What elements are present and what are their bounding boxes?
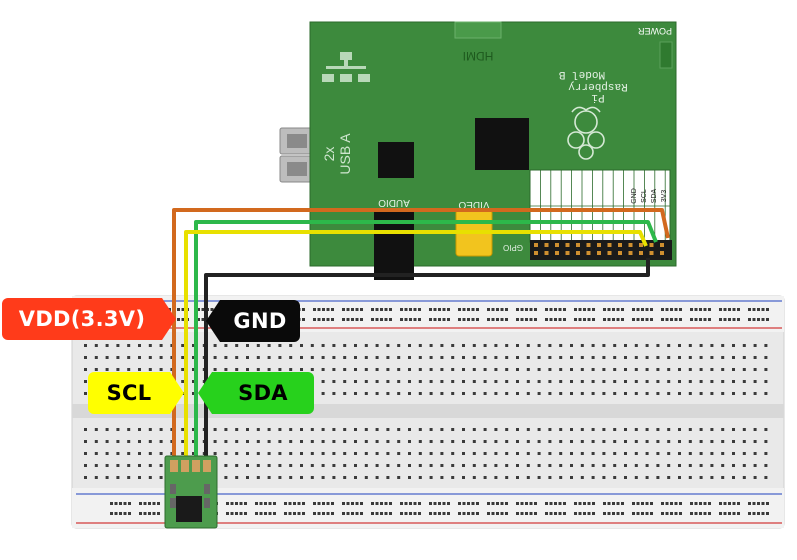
wire-scl bbox=[184, 230, 648, 460]
wire-gnd bbox=[204, 258, 650, 460]
pin-label-sda: SDA bbox=[651, 188, 658, 203]
hdmi-label: HDMI bbox=[463, 49, 494, 63]
pin-label-scl: SCL bbox=[641, 189, 648, 203]
raspberry-pi-board: HDMI POWER 2x USB A Raspberry Pi Model B bbox=[279, 21, 677, 280]
wire-sda bbox=[194, 220, 658, 460]
scl-callout: SCL bbox=[88, 372, 184, 414]
svg-text:Model B: Model B bbox=[559, 68, 606, 80]
wires bbox=[172, 208, 670, 460]
vdd-callout: VDD(3.3V) bbox=[2, 298, 176, 340]
gpio-pins bbox=[534, 243, 664, 255]
gnd-callout: GND bbox=[206, 300, 300, 342]
pin-label-gnd: GND bbox=[631, 188, 638, 204]
usb-label-line2: USB A bbox=[337, 133, 353, 175]
power-label: POWER bbox=[638, 26, 673, 36]
video-label: VIDEO bbox=[458, 199, 489, 210]
svg-text:Raspberry: Raspberry bbox=[568, 80, 628, 92]
wire-vdd bbox=[172, 208, 670, 460]
raspberry-logo-icon bbox=[567, 106, 605, 160]
sda-callout: SDA bbox=[198, 372, 314, 414]
network-icon bbox=[322, 52, 370, 82]
audio-label: AUDIO bbox=[378, 197, 410, 208]
sensor-module bbox=[164, 455, 218, 529]
gpio-label: GPIO bbox=[503, 243, 523, 252]
usb-label-line1: 2x bbox=[321, 147, 337, 162]
svg-text:Pi: Pi bbox=[591, 91, 605, 103]
board-name: Raspberry Pi Model B bbox=[559, 68, 628, 103]
pin-label-3v3: 3V3 bbox=[661, 190, 668, 203]
